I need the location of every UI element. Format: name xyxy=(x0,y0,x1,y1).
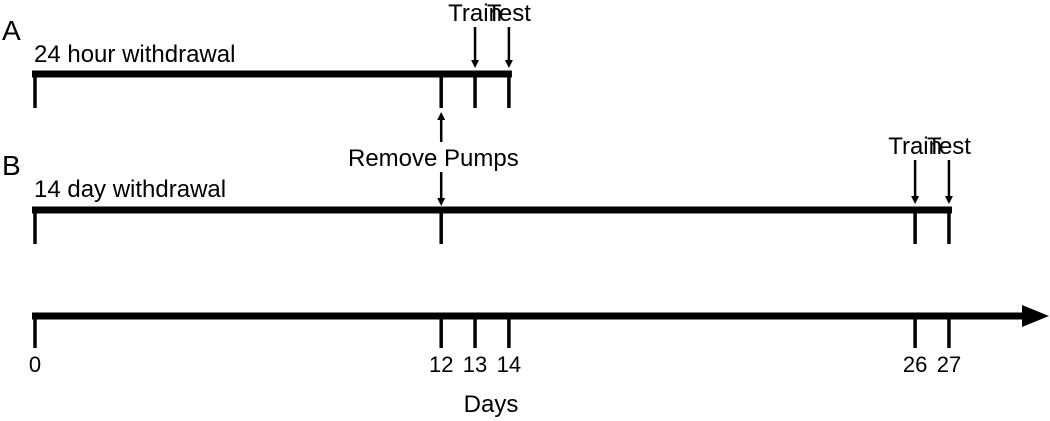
days-axis-tick-labels: 0 12 13 14 26 27 xyxy=(29,352,961,377)
panel-a-event-label-test: Test xyxy=(487,0,531,27)
panel-b-event-label-test: Test xyxy=(927,133,971,160)
panel-b-timeline xyxy=(32,206,952,244)
panel-b-letter: B xyxy=(2,150,21,181)
days-axis-tick-label-0: 0 xyxy=(29,352,41,377)
panel-b-event-label-train: Train xyxy=(888,133,942,160)
days-axis-tick-label-27: 27 xyxy=(937,352,961,377)
panel-a-letter: A xyxy=(2,15,21,46)
panel-a-timeline xyxy=(32,70,512,108)
days-axis-tick-label-14: 14 xyxy=(497,352,521,377)
remove-pumps-annotation: Remove Pumps xyxy=(348,112,519,206)
panel-a-title: 24 hour withdrawal xyxy=(34,41,235,68)
days-axis-tick-label-12: 12 xyxy=(429,352,453,377)
panel-b-title: 14 day withdrawal xyxy=(34,176,226,203)
days-axis-label: Days xyxy=(464,391,519,418)
days-axis-tick-label-26: 26 xyxy=(903,352,927,377)
days-axis: 0 12 13 14 26 27 Days xyxy=(29,305,1049,418)
days-axis-lines xyxy=(32,305,1049,348)
remove-pumps-label: Remove Pumps xyxy=(348,145,519,172)
panel-a-event-label-train: Train xyxy=(448,0,502,27)
days-axis-tick-label-13: 13 xyxy=(463,352,487,377)
days-axis-arrowhead xyxy=(1022,305,1049,327)
